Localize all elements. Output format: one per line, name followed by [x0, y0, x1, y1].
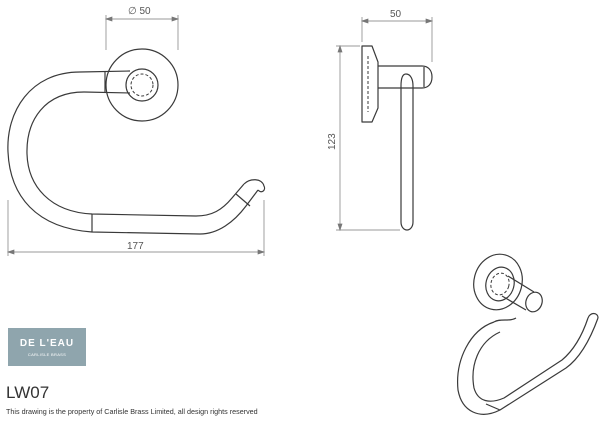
front-view [7, 48, 266, 235]
front-backplate-inner [125, 68, 159, 102]
iso-ring-tip [587, 312, 599, 319]
width-arrow-left [6, 249, 15, 255]
dimension-diameter: ∅ 50 [128, 6, 151, 17]
front-ring-tip [243, 179, 266, 193]
logo-brand-name: DE L'EAU [19, 338, 75, 349]
dimension-width: 177 [127, 241, 144, 252]
iso-backplate-inner [485, 266, 515, 302]
isometric-view [457, 253, 599, 415]
front-dimensions [6, 15, 266, 256]
dimension-depth: 50 [390, 9, 402, 20]
iso-backplate-outer [473, 253, 523, 311]
front-backplate-outer [105, 48, 179, 122]
dia-arrow-left [104, 16, 113, 22]
footer-note: This drawing is the property of Carlisle… [6, 407, 258, 416]
height-arrow-bottom [337, 223, 343, 232]
iso-ring-outer [457, 317, 599, 415]
product-code: LW07 [6, 383, 50, 402]
dimension-height: 123 [327, 133, 338, 150]
front-ring-band-2 [235, 193, 251, 207]
iso-ring-band [485, 403, 501, 411]
side-ring [400, 73, 414, 231]
side-backplate [361, 45, 379, 123]
iso-arm-end [525, 291, 543, 313]
side-arm [378, 65, 433, 89]
front-ring-inner [26, 91, 245, 217]
side-view [361, 45, 433, 231]
iso-arm [501, 275, 535, 311]
brand-logo: DE L'EAU CARLISLE BRASS [8, 328, 86, 366]
side-dimensions [336, 17, 434, 232]
width-arrow-right [257, 249, 266, 255]
front-arm-bottom [83, 91, 131, 94]
logo-subtitle: CARLISLE BRASS [27, 352, 67, 357]
front-backplate-dashed [130, 73, 154, 97]
iso-backplate-dashed [490, 272, 510, 296]
front-ring-outer [7, 71, 259, 235]
iso-ring-inner [472, 317, 589, 402]
dia-arrow-right [171, 16, 180, 22]
height-arrow-top [337, 44, 343, 53]
depth-arrow-left [360, 18, 369, 24]
depth-arrow-right [425, 18, 434, 24]
iso-ring-top [493, 317, 517, 323]
